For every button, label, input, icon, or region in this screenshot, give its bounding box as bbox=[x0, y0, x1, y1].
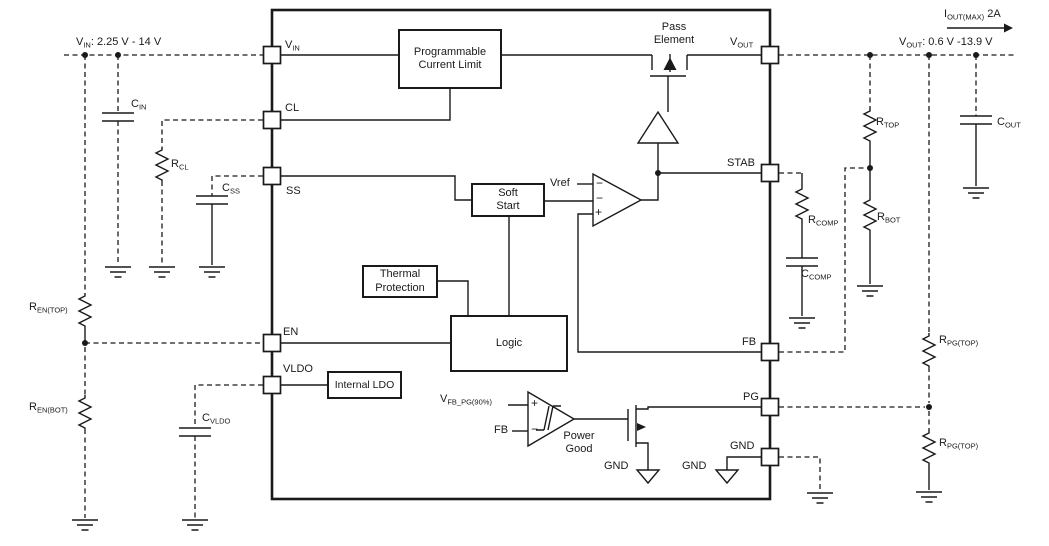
pin-label-cl: CL bbox=[285, 102, 300, 114]
power-good-comparator bbox=[527, 390, 576, 448]
gnd-internal-right-label: GND bbox=[682, 460, 707, 472]
ground-rpg bbox=[915, 491, 943, 503]
vfb-pg-label: VFB_PG(90%) bbox=[440, 393, 492, 407]
ground-cout bbox=[962, 187, 990, 199]
pass-element-label: Pass Element bbox=[653, 21, 695, 47]
power-good-label: Power Good bbox=[563, 430, 595, 456]
rtop-label: RTOP bbox=[876, 116, 900, 130]
pin-gnd bbox=[760, 447, 780, 467]
cvldo-branch bbox=[194, 384, 263, 518]
pin-label-en: EN bbox=[283, 326, 299, 338]
cout-capacitor bbox=[959, 115, 993, 125]
vref-label: Vref bbox=[550, 177, 570, 189]
rbot-resistor bbox=[863, 196, 877, 232]
ren-top-label: REN(TOP) bbox=[29, 301, 68, 315]
pin-pg bbox=[760, 397, 780, 417]
ground-ccomp bbox=[788, 317, 816, 329]
cin-label: CIN bbox=[131, 98, 147, 112]
pin-stab bbox=[760, 163, 780, 183]
block-soft-start: Soft Start bbox=[471, 183, 545, 217]
cvldo-label: CVLDO bbox=[202, 412, 231, 426]
pg-open-drain-nmos bbox=[627, 405, 761, 470]
fb-external-wire bbox=[779, 167, 866, 353]
rpg-upper-resistor bbox=[922, 332, 936, 368]
pin-label-vldo: VLDO bbox=[283, 363, 313, 375]
vin-rail-label: VIN: 2.25 V - 14 V bbox=[76, 36, 162, 50]
pin-fb bbox=[760, 342, 780, 362]
ren-branch bbox=[84, 55, 263, 518]
error-amplifier bbox=[592, 172, 643, 228]
cout-label: COUT bbox=[997, 116, 1021, 130]
rcomp-resistor bbox=[795, 185, 809, 221]
vout-rail-label: VOUT: 0.6 V -13.9 V bbox=[899, 36, 993, 50]
error-amp-minus2: − bbox=[596, 191, 604, 205]
gnd-pin-external-wire bbox=[779, 456, 821, 491]
ground-triangle-left bbox=[636, 469, 660, 484]
ren-bot-resistor bbox=[78, 394, 92, 430]
rcl-label: RCL bbox=[171, 158, 189, 172]
error-amp-plus: + bbox=[595, 205, 603, 219]
rcl-branch bbox=[161, 119, 263, 265]
pin-ss bbox=[262, 166, 282, 186]
wires-internal bbox=[281, 54, 761, 470]
block-logic: Logic bbox=[450, 315, 568, 372]
pg-comp-plus: + bbox=[531, 396, 539, 410]
rpg-upper-label: RPG(TOP) bbox=[939, 334, 979, 348]
ground-cvldo bbox=[181, 519, 209, 531]
css-branch bbox=[211, 175, 263, 265]
ground-css bbox=[198, 266, 226, 278]
rpg-lower-label: RPG(TOP) bbox=[939, 437, 979, 451]
ground-ren bbox=[71, 519, 99, 531]
ground-rbot bbox=[856, 285, 884, 297]
pin-label-ss: SS bbox=[286, 185, 301, 197]
gnd-internal-left-label: GND bbox=[604, 460, 629, 472]
pin-vout bbox=[760, 45, 780, 65]
pin-label-stab: STAB bbox=[727, 157, 755, 169]
pin-label-vin: VIN bbox=[285, 39, 300, 53]
ground-rcl bbox=[148, 266, 176, 278]
rcl-resistor bbox=[155, 146, 169, 182]
pin-vin bbox=[262, 45, 282, 65]
ccomp-label: CCOMP bbox=[801, 268, 832, 282]
pg-comp-minus: − bbox=[531, 422, 539, 436]
rpg-lower-resistor bbox=[922, 429, 936, 465]
css-label: CSS bbox=[222, 182, 240, 196]
fb-comparator-input-label: FB bbox=[494, 424, 509, 436]
iout-arrow bbox=[947, 23, 1013, 33]
pin-vldo bbox=[262, 375, 282, 395]
hysteresis-icon bbox=[536, 405, 561, 431]
ground-cin bbox=[104, 266, 132, 278]
cin-capacitor bbox=[101, 112, 135, 122]
ground-triangle-right bbox=[715, 469, 739, 484]
cvldo-capacitor bbox=[178, 427, 212, 437]
error-amp-minus1: − bbox=[596, 176, 604, 190]
ccomp-capacitor bbox=[785, 257, 819, 267]
pin-label-vout: VOUT bbox=[730, 36, 754, 50]
block-internal-ldo: Internal LDO bbox=[327, 371, 402, 399]
rtop-resistor bbox=[863, 107, 877, 143]
ic-pins bbox=[262, 45, 780, 467]
pass-element-mosfet bbox=[650, 54, 688, 77]
pin-label-pg: PG bbox=[743, 391, 759, 403]
pin-label-gnd: GND bbox=[730, 440, 755, 452]
rbot-label: RBOT bbox=[877, 211, 901, 225]
ground-gnd-pin bbox=[806, 492, 834, 504]
junction-dots bbox=[82, 52, 979, 410]
ren-top-resistor bbox=[78, 292, 92, 328]
pin-label-fb: FB bbox=[742, 336, 757, 348]
css-capacitor bbox=[195, 195, 229, 205]
rcomp-label: RCOMP bbox=[808, 214, 839, 228]
block-programmable-current-limit: Programmable Current Limit bbox=[398, 29, 502, 89]
block-thermal-protection: Thermal Protection bbox=[362, 265, 438, 298]
stab-comp-branch bbox=[779, 172, 803, 316]
pin-en bbox=[262, 333, 282, 353]
gate-driver-buffer bbox=[636, 110, 680, 144]
pin-cl bbox=[262, 110, 282, 130]
ic-outline bbox=[270, 8, 772, 501]
iout-max-label: IOUT(MAX) 2A bbox=[944, 8, 1001, 22]
ren-bot-label: REN(BOT) bbox=[29, 401, 68, 415]
